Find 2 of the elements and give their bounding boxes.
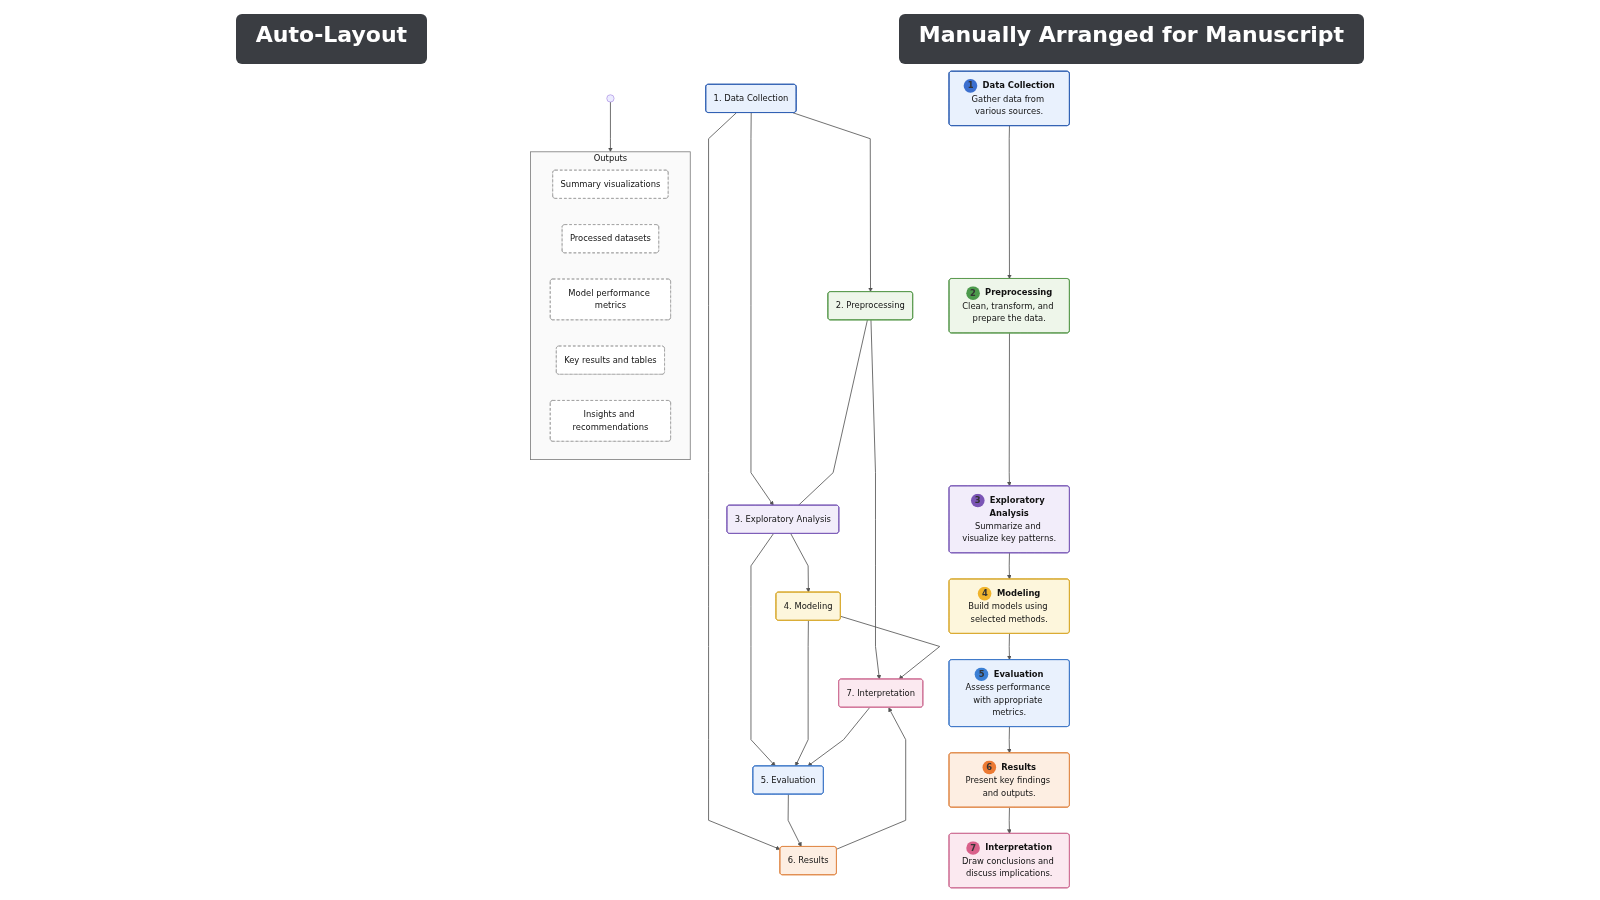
- panel-heading: Auto-Layout: [235, 14, 428, 64]
- panel-heading: Manually Arranged for Manuscript: [898, 14, 1365, 64]
